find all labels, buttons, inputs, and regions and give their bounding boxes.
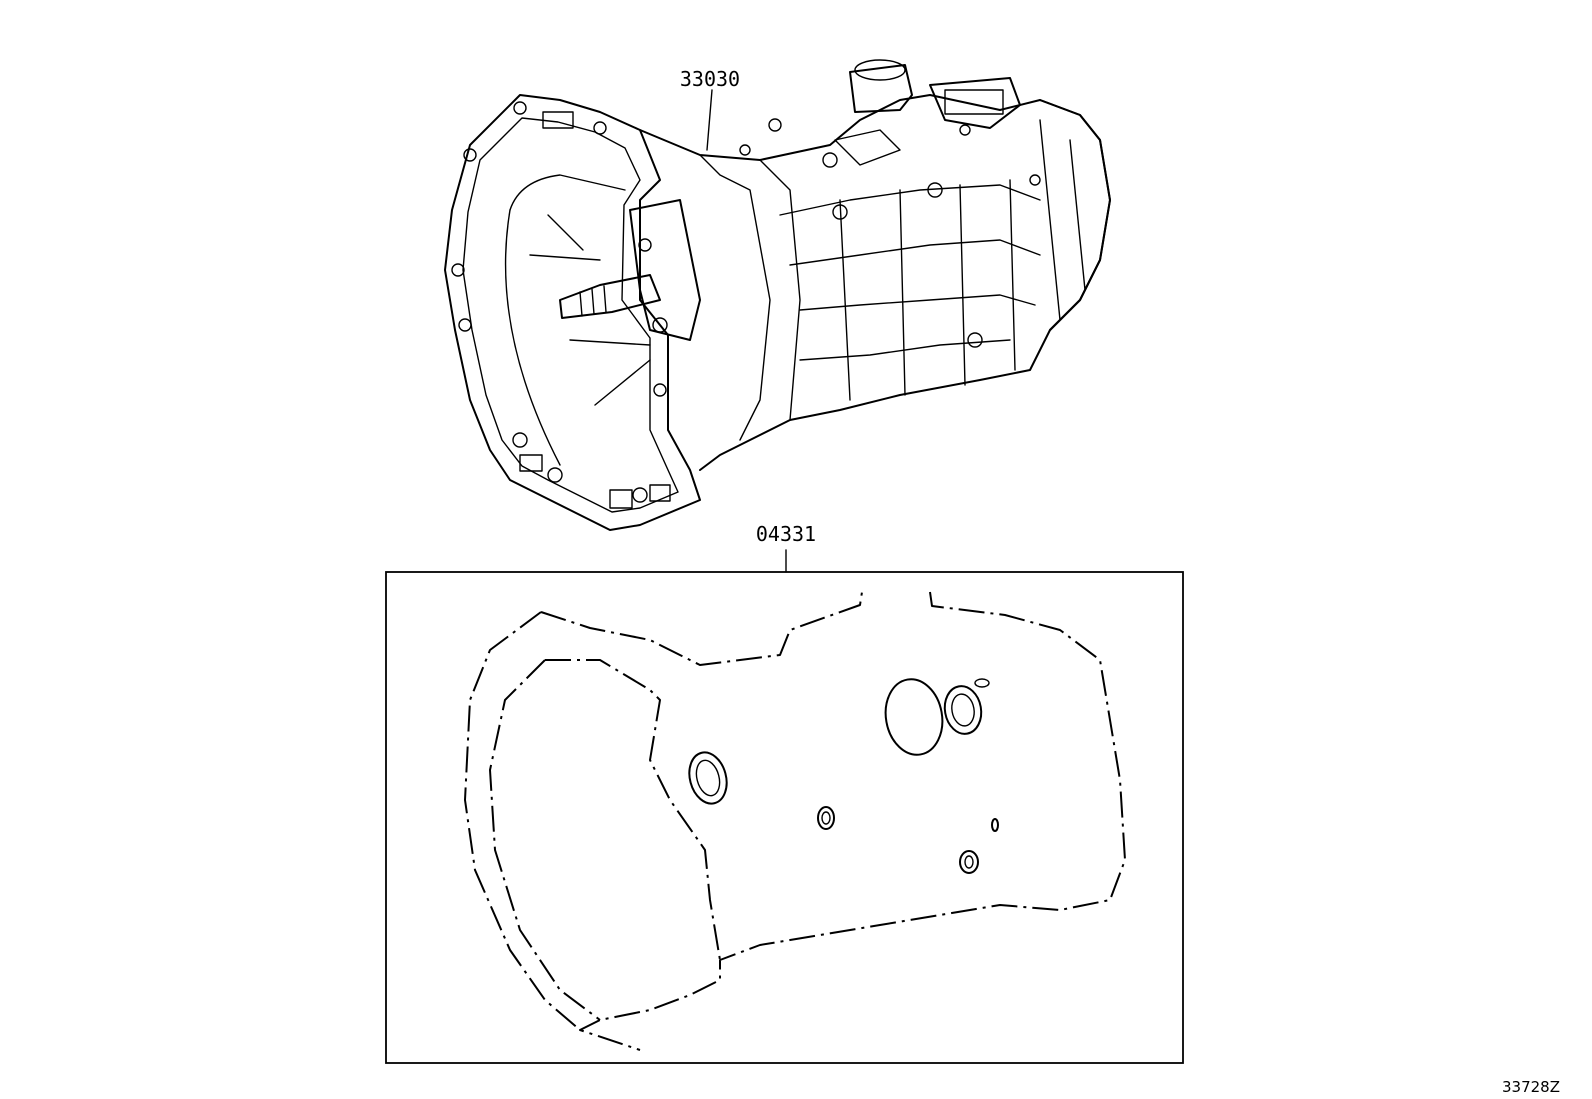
leader-line <box>706 89 713 151</box>
gasket-washer-right[interactable] <box>959 850 979 874</box>
illustration-id: 33728Z <box>1502 1078 1560 1096</box>
part-number-04331[interactable]: 04331 <box>756 522 816 546</box>
oil-seal-front[interactable] <box>684 748 732 808</box>
part-number-33030[interactable]: 33030 <box>680 67 740 91</box>
gasket-washer-left[interactable] <box>817 806 835 830</box>
o-ring-tiny[interactable] <box>991 818 999 832</box>
oil-seal-rear[interactable] <box>941 683 985 737</box>
callout-04331[interactable]: 04331 <box>756 522 816 573</box>
transmission-assembly-drawing[interactable] <box>444 59 1111 531</box>
gasket-kit-frame <box>385 571 1184 1064</box>
gasket-kit-drawing[interactable] <box>464 591 1126 1051</box>
o-ring-large[interactable] <box>880 675 948 760</box>
o-ring-small[interactable] <box>974 678 990 688</box>
callout-33030[interactable]: 33030 <box>680 67 740 151</box>
